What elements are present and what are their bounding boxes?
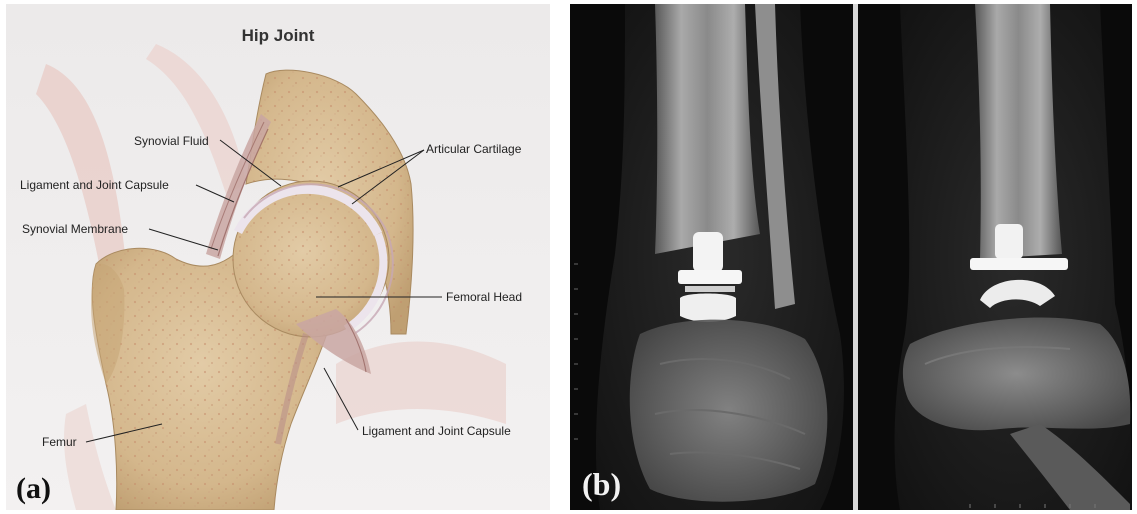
label-femoral-head: Femoral Head [446,290,522,304]
tibial-implant-lateral [970,258,1068,270]
illustration-title: Hip Joint [6,26,550,46]
label-synovial-membrane: Synovial Membrane [22,222,128,236]
xray-ap-view [570,4,853,510]
xray-lateral-view [858,4,1132,510]
tibial-implant-stem [693,232,723,272]
panel-label-a: (a) [16,472,51,506]
calcaneus-bone [903,318,1130,431]
tibia-bone [655,4,760,254]
ankle-xray-images [570,4,1132,510]
talar-implant [680,294,736,323]
label-ligament-joint-capsule-top: Ligament and Joint Capsule [20,178,169,192]
panel-label-b: (b) [582,466,621,503]
label-ligament-joint-capsule-bottom: Ligament and Joint Capsule [362,424,511,438]
label-femur: Femur [42,435,77,449]
tibial-implant-plate [678,270,742,284]
hip-joint-illustration-panel: Hip Joint Synovial Fluid Ligament and Jo… [6,4,550,510]
tarsal-bones [630,320,828,502]
label-articular-cartilage: Articular Cartilage [426,142,521,156]
label-synovial-fluid: Synovial Fluid [134,134,209,148]
view-divider [853,4,858,510]
tibia-bone-lateral [975,4,1062,259]
ankle-xray-panel: (b) [570,4,1132,510]
